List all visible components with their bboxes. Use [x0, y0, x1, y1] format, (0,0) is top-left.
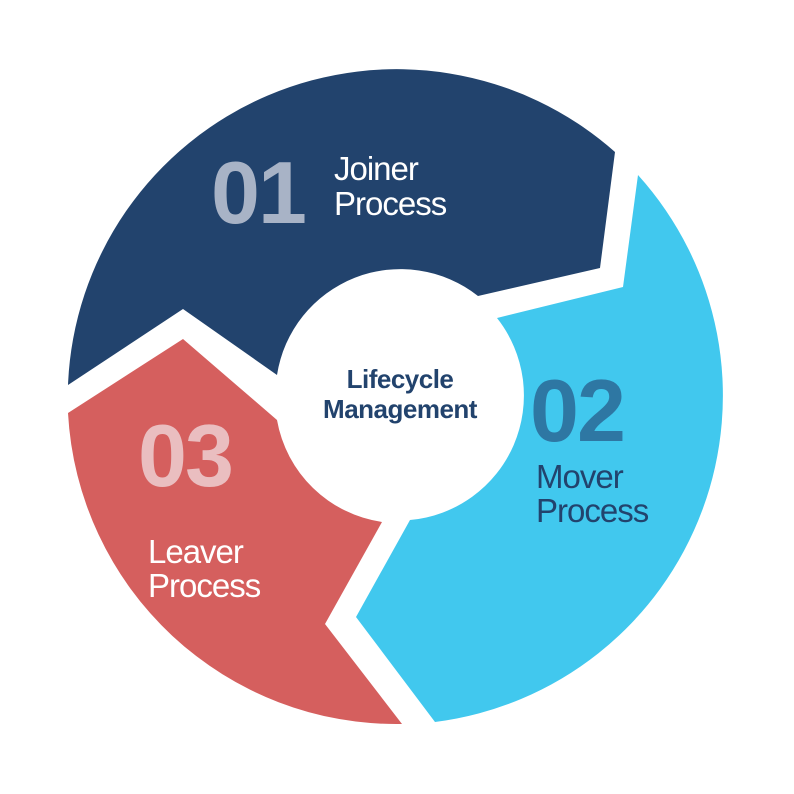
mover-label-line2: Process: [536, 492, 649, 529]
leaver-number: 03: [138, 406, 232, 505]
mover-segment: [356, 175, 723, 722]
joiner-label-line2: Process: [334, 185, 447, 222]
joiner-number: 01: [211, 143, 305, 242]
mover-number: 02: [530, 361, 624, 460]
joiner-label-line1: Joiner: [334, 150, 419, 187]
leaver-segment: [68, 339, 402, 725]
leaver-label-line2: Process: [148, 567, 261, 604]
center-title-line2: Management: [323, 394, 478, 424]
center-title-line1: Lifecycle: [347, 364, 454, 394]
leaver-label-line1: Leaver: [148, 533, 244, 570]
joiner-segment: [68, 69, 615, 385]
mover-label-line1: Mover: [536, 458, 624, 495]
